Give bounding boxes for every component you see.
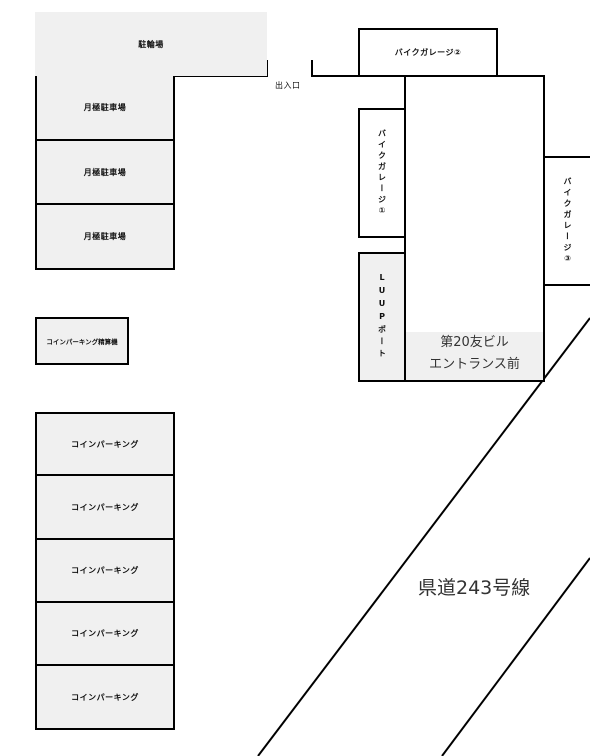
bike-garage-1: バイクガレージ①	[358, 108, 406, 238]
road-edge-left	[257, 317, 590, 756]
coin-parking-space: コインパーキング	[35, 412, 175, 476]
bike-garage-3: バイクガレージ③	[543, 156, 590, 286]
building-entrance-area: 第20友ビル エントランス前	[406, 332, 543, 380]
bicycle-parking-label: 駐輪場	[138, 39, 164, 49]
monthly-parking-space: 月極駐車場	[35, 205, 175, 270]
monthly-parking-space: 月極駐車場	[35, 141, 175, 205]
road-edge-right	[441, 557, 590, 756]
coin-parking-space: コインパーキング	[35, 666, 175, 730]
coin-parking-label: コインパーキング	[71, 629, 139, 638]
coin-parking-space: コインパーキング	[35, 476, 175, 540]
monthly-parking-space: 月極駐車場	[35, 76, 175, 141]
coin-parking-label: コインパーキング	[71, 692, 139, 702]
luup-port-label: LUUPポート	[377, 273, 387, 361]
coin-parking-machine-label: コインパーキング精算機	[46, 338, 118, 346]
bike-garage-2: バイクガレージ②	[358, 28, 498, 77]
coin-parking-label: コインパーキング	[71, 439, 139, 449]
bike-garage-2-label: バイクガレージ②	[394, 48, 462, 57]
monthly-parking-label: 月極駐車場	[83, 167, 127, 177]
luup-port: LUUPポート	[358, 252, 406, 382]
coin-parking-label: コインパーキング	[71, 502, 139, 512]
coin-parking-space: コインパーキング	[35, 540, 175, 603]
bike-garage-3-label: バイクガレージ③	[563, 176, 572, 266]
bicycle-parking-area: 駐輪場	[35, 12, 267, 76]
entrance-exit-label: 出入口	[275, 81, 301, 90]
monthly-parking-label: 月極駐車場	[83, 232, 127, 241]
building-entrance-line1: 第20友ビル	[440, 335, 509, 350]
monthly-parking-label: 月極駐車場	[83, 103, 127, 112]
coin-parking-machine: コインパーキング精算機	[35, 317, 129, 365]
coin-parking-label: コインパーキング	[71, 566, 139, 575]
building-entrance-line2: エントランス前	[429, 357, 520, 372]
bike-garage-1-label: バイクガレージ①	[377, 128, 387, 218]
prefectural-road-label: 県道243号線	[418, 577, 531, 599]
coin-parking-space: コインパーキング	[35, 603, 175, 666]
